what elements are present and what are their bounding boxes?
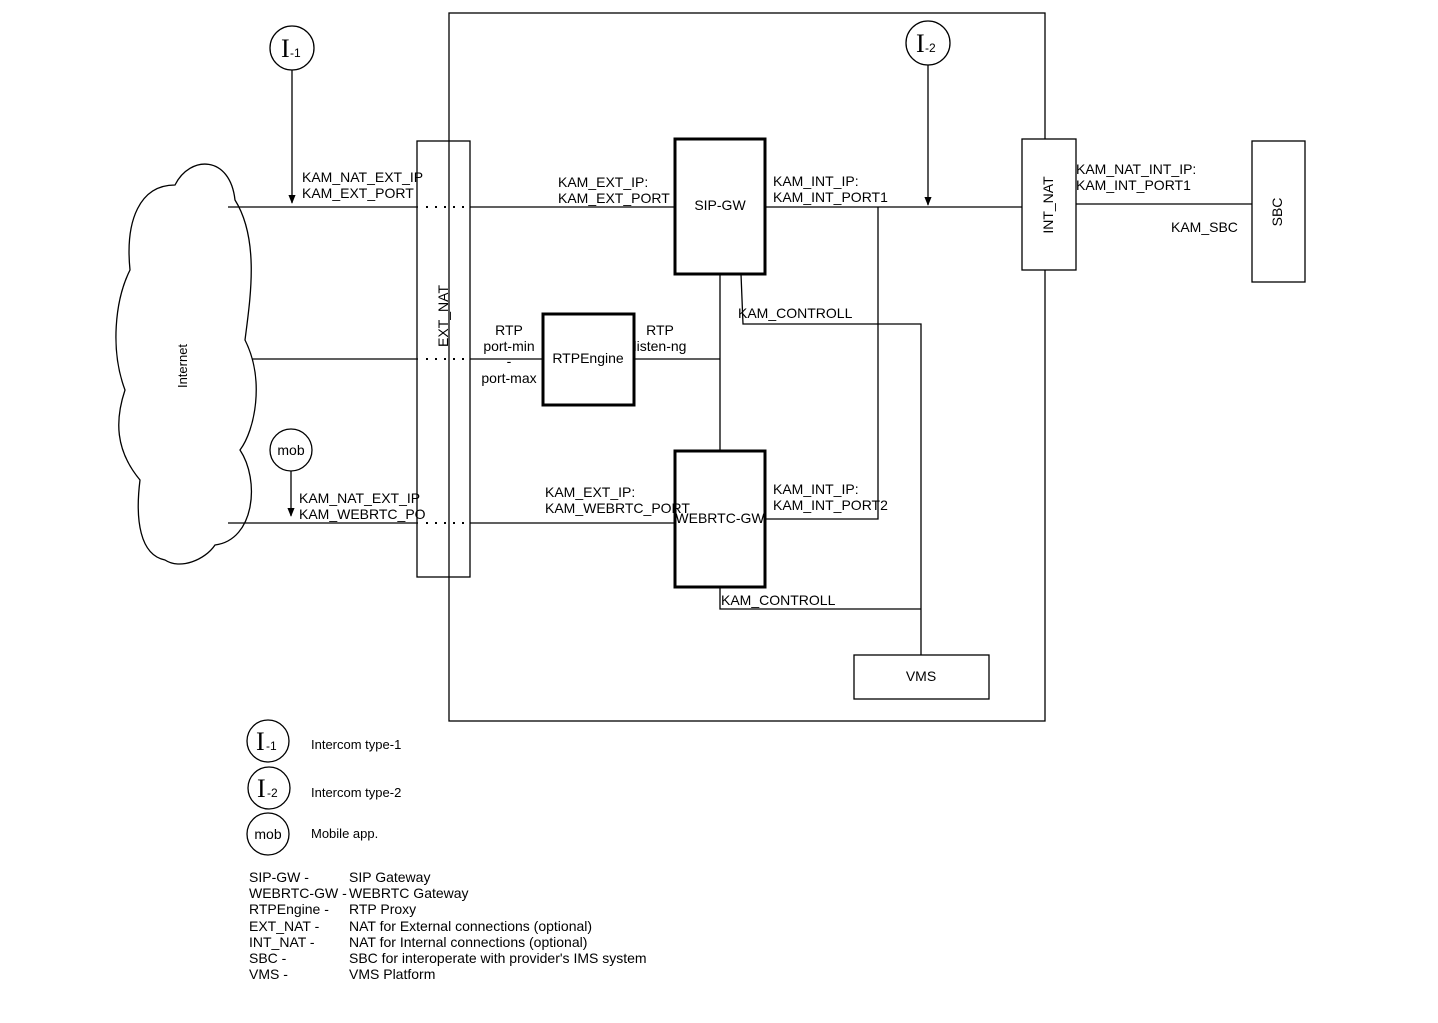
- rtpengine-box: [541, 312, 636, 407]
- sbc-label: SBC: [1269, 198, 1285, 227]
- label-kam-int-ip-2: KAM_INT_IP:: [773, 481, 859, 497]
- vms-label: VMS: [906, 668, 936, 684]
- legend-desc-int-nat: NAT for Internal connections (optional): [349, 933, 588, 950]
- label-kam-webrtc-po: KAM_WEBRTC_PO: [299, 506, 426, 522]
- legend-abbr-int-nat: INT_NAT -: [249, 933, 315, 950]
- svg-text:I: I: [281, 34, 290, 63]
- legend-intercom-type2: I -2 Intercom type-2: [247, 766, 401, 810]
- label-kam-ext-ip-2: KAM_EXT_IP:: [545, 484, 635, 500]
- label-kam-int-port1-nat: KAM_INT_PORT1: [1076, 177, 1191, 193]
- legend-descriptions: SIP Gateway WEBRTC Gateway RTP Proxy NAT…: [349, 869, 749, 982]
- label-kam-sbc: KAM_SBC: [1171, 219, 1238, 235]
- sip-gw-box: [673, 137, 767, 276]
- webrtc-gw-label: WEBRTC-GW: [675, 510, 765, 526]
- legend-intercom-type1: I -1 Intercom type-1: [246, 719, 401, 763]
- intercom-type2-marker: I -2: [905, 20, 951, 206]
- label-kam-ext-port-2: KAM_EXT_PORT: [558, 190, 670, 206]
- svg-text:-1: -1: [290, 46, 301, 60]
- legend-abbr-webrtc-gw: WEBRTC-GW -: [249, 885, 347, 902]
- label-rtp-right-2: listen-ng: [634, 338, 687, 354]
- legend-abbr-sip-gw: SIP-GW -: [249, 869, 309, 885]
- legend-desc-webrtc-gw: WEBRTC Gateway: [349, 885, 469, 902]
- legend-desc-sip-gw: SIP Gateway: [349, 869, 431, 885]
- link-sipgw-vms-controll: [740, 273, 922, 655]
- legend-mobile-app-text: Mobile app.: [311, 826, 378, 841]
- label-kam-ext-ip-1: KAM_EXT_IP:: [558, 174, 648, 190]
- label-rtp-left-4: port-max: [481, 370, 536, 386]
- legend-intercom-type1-text: Intercom type-1: [311, 737, 401, 752]
- legend-desc-ext-nat: NAT for External connections (optional): [349, 917, 593, 934]
- label-kam-controll-2: KAM_CONTROLL: [721, 592, 836, 608]
- platform-boundary: [448, 12, 1046, 722]
- link-webrtcgw-int: [765, 207, 879, 520]
- mobile-app-marker: mob: [269, 428, 313, 517]
- legend-desc-sbc: SBC for interoperate with provider's IMS…: [349, 949, 647, 966]
- ext-nat-box: [416, 140, 471, 578]
- svg-text:I: I: [257, 774, 266, 803]
- label-kam-ext-port-1: KAM_EXT_PORT: [302, 185, 414, 201]
- webrtc-gw-box: [673, 449, 767, 589]
- intercom-type1-marker: I -1: [269, 25, 315, 204]
- svg-text:-2: -2: [267, 786, 278, 800]
- sip-gw-label: SIP-GW: [694, 197, 746, 213]
- svg-text:-2: -2: [925, 41, 936, 55]
- svg-text:mob: mob: [277, 442, 304, 458]
- label-kam-int-ip-1: KAM_INT_IP:: [773, 173, 859, 189]
- internet-label: Internet: [175, 344, 190, 388]
- label-kam-int-port2: KAM_INT_PORT2: [773, 497, 888, 513]
- ext-nat-label: EXT_NAT: [435, 285, 451, 347]
- int-nat-box: [1021, 138, 1077, 271]
- label-kam-nat-ext-ip-2: KAM_NAT_EXT_IP: [299, 490, 420, 506]
- label-rtp-right-1: RTP: [646, 322, 674, 338]
- svg-text:I: I: [916, 29, 925, 58]
- label-rtp-left-3: -: [507, 353, 512, 369]
- label-kam-webrtc-port: KAM_WEBRTC_PORT: [545, 500, 690, 516]
- svg-text:mob: mob: [254, 826, 281, 842]
- legend-mobile-app: mob Mobile app.: [246, 812, 378, 856]
- label-rtp-left-2: port-min: [483, 338, 534, 354]
- label-rtp-left-1: RTP: [495, 322, 523, 338]
- link-webrtcgw-vms-controll: [719, 587, 921, 610]
- internet-cloud: Internet: [115, 163, 257, 565]
- vms-box: [853, 654, 990, 700]
- svg-text:-1: -1: [266, 739, 277, 753]
- legend-abbr-ext-nat: EXT_NAT -: [249, 917, 320, 934]
- legend-desc-rtpengine: RTP Proxy: [349, 901, 417, 918]
- legend-abbr-rtpengine: RTPEngine -: [249, 901, 329, 918]
- legend-abbr-sbc: SBC -: [249, 949, 287, 966]
- int-nat-label: INT_NAT: [1040, 176, 1056, 234]
- rtpengine-label: RTPEngine: [552, 350, 624, 366]
- label-kam-controll-1: KAM_CONTROLL: [738, 305, 853, 321]
- label-kam-int-port1: KAM_INT_PORT1: [773, 189, 888, 205]
- sbc-box: [1251, 140, 1306, 283]
- label-kam-nat-ext-ip-1: KAM_NAT_EXT_IP: [302, 169, 423, 185]
- svg-text:I: I: [256, 727, 265, 756]
- label-kam-nat-int-ip: KAM_NAT_INT_IP:: [1076, 161, 1196, 177]
- legend-abbr-vms: VMS -: [249, 966, 288, 983]
- legend-abbreviations: SIP-GW - WEBRTC-GW - RTPEngine - EXT_NAT…: [249, 869, 369, 982]
- legend-desc-vms: VMS Platform: [349, 966, 436, 983]
- legend-intercom-type2-text: Intercom type-2: [311, 785, 401, 800]
